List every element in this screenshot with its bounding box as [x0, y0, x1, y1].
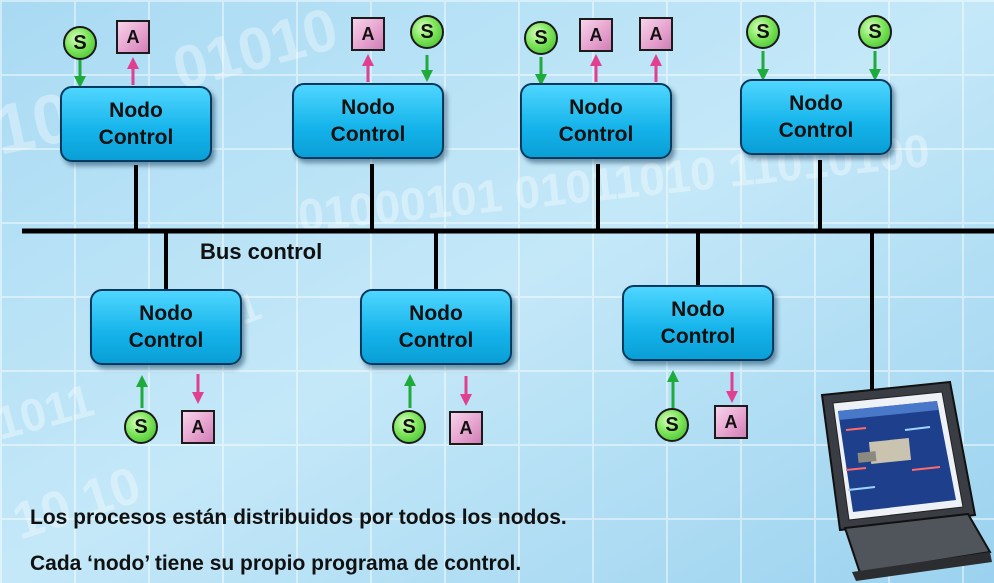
control-node-6: Nodo Control — [360, 289, 512, 365]
control-node-6-label-line1: Nodo — [409, 302, 463, 325]
control-node-5-label-line1: Nodo — [139, 302, 193, 325]
control-node-4-label-line2: Control — [778, 119, 854, 142]
control-node-1-label-line2: Control — [98, 126, 174, 149]
control-node-1-label-line1: Nodo — [109, 99, 163, 122]
actuator-icon: A — [449, 411, 483, 445]
actuator-icon: A — [714, 405, 748, 439]
touch-panel-terminal-icon — [820, 380, 992, 581]
sensor-icon: S — [858, 15, 892, 49]
control-node-3-label-line1: Nodo — [569, 96, 623, 119]
actuator-icon: A — [351, 17, 385, 51]
control-node-6-label-line2: Control — [398, 329, 474, 352]
control-node-7-label-line2: Control — [660, 325, 736, 348]
control-node-5-label-line2: Control — [128, 329, 204, 352]
bus-label: Bus control — [200, 239, 323, 264]
actuator-icon: A — [181, 410, 215, 444]
control-node-7-label-line1: Nodo — [671, 298, 725, 321]
control-node-5: Nodo Control — [90, 289, 242, 365]
sensor-icon: S — [524, 21, 558, 55]
control-node-3-label-line2: Control — [558, 123, 634, 146]
caption-distributed-processes: Los procesos están distribuidos por todo… — [30, 506, 567, 529]
actuator-icon: A — [579, 18, 613, 52]
control-node-4-label-line1: Nodo — [789, 92, 843, 115]
control-node-1: Nodo Control — [60, 86, 212, 162]
sensor-icon: S — [655, 408, 689, 442]
actuator-icon: A — [639, 17, 673, 51]
control-node-3: Nodo Control — [520, 83, 672, 159]
control-node-2: Nodo Control — [292, 83, 444, 159]
sensor-icon: S — [392, 410, 426, 444]
sensor-icon: S — [124, 410, 158, 444]
control-node-2-label-line2: Control — [330, 123, 406, 146]
control-node-7: Nodo Control — [622, 285, 774, 361]
actuator-icon: A — [116, 20, 150, 54]
sensor-icon: S — [410, 15, 444, 49]
control-node-4: Nodo Control — [740, 79, 892, 155]
sensor-icon: S — [746, 15, 780, 49]
caption-own-control-program: Cada ‘nodo’ tiene su propio programa de … — [30, 552, 522, 575]
sensor-icon: S — [63, 26, 97, 60]
control-node-2-label-line1: Nodo — [341, 96, 395, 119]
